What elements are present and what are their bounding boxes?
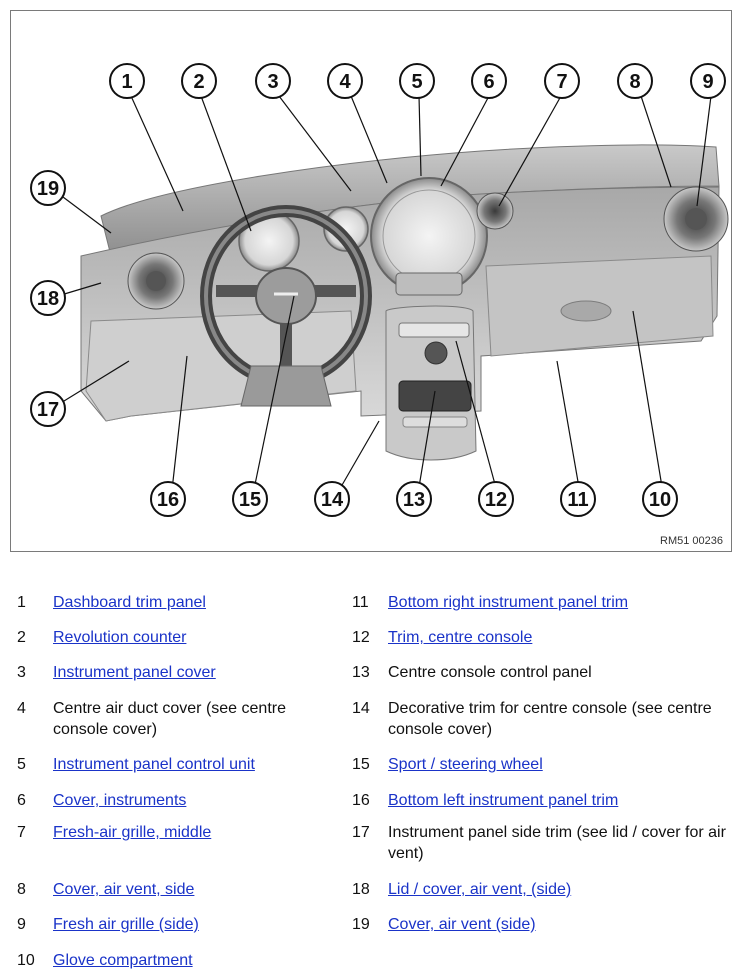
callout-8: 8	[617, 63, 653, 99]
callout-18: 18	[30, 280, 66, 316]
callout-16: 16	[150, 481, 186, 517]
legend-link[interactable]: Fresh air grille (side)	[53, 916, 199, 933]
legend-number: 17	[352, 824, 370, 841]
callout-label: 3	[267, 71, 278, 93]
legend-link[interactable]: Fresh-air grille, middle	[53, 824, 212, 841]
callout-label: 19	[37, 178, 59, 200]
callout-label: 4	[339, 71, 351, 93]
legend-number: 15	[352, 756, 370, 773]
callout-15: 15	[232, 481, 268, 517]
dashboard-drawing	[80, 144, 729, 461]
legend-number: 9	[17, 916, 26, 933]
callout-5: 5	[399, 63, 435, 99]
callout-label: 12	[485, 489, 507, 511]
legend-link[interactable]: Instrument panel control unit	[53, 756, 255, 773]
callout-4: 4	[327, 63, 363, 99]
legend-link[interactable]: Trim, centre console	[388, 629, 533, 646]
callout-label: 15	[239, 489, 261, 511]
legend-text: Instrument panel side trim (see lid / co…	[388, 824, 726, 862]
legend-link[interactable]: Cover, air vent (side)	[388, 916, 536, 933]
legend-number: 5	[17, 756, 26, 773]
legend-number: 11	[352, 594, 369, 611]
legend-link[interactable]: Cover, instruments	[53, 792, 187, 809]
legend-number: 8	[17, 881, 26, 898]
callout-13: 13	[396, 481, 432, 517]
callout-9: 9	[690, 63, 726, 99]
legend-text: Decorative trim for centre console (see …	[388, 700, 712, 738]
legend-number: 19	[352, 916, 370, 933]
legend-link[interactable]: Lid / cover, air vent, (side)	[388, 881, 572, 898]
callout-label: 8	[629, 71, 640, 93]
callout-label: 7	[556, 71, 567, 93]
callout-label: 10	[649, 489, 671, 511]
legend-link[interactable]: Bottom right instrument panel trim	[388, 594, 629, 611]
callout-label: 2	[193, 71, 204, 93]
legend-number: 1	[17, 594, 26, 611]
callout-label: 14	[321, 489, 344, 511]
callout-label: 16	[157, 489, 179, 511]
callout-label: 17	[37, 399, 59, 421]
callout-label: 11	[567, 489, 588, 511]
callout-3: 3	[255, 63, 291, 99]
figure-reference-code: RM51 00236	[660, 535, 723, 547]
legend-link[interactable]: Sport / steering wheel	[388, 756, 543, 773]
legend-link[interactable]: Bottom left instrument panel trim	[388, 792, 619, 809]
legend-link[interactable]: Dashboard trim panel	[53, 594, 206, 611]
callout-12: 12	[478, 481, 514, 517]
legend-number: 4	[17, 700, 26, 717]
legend-link[interactable]: Instrument panel cover	[53, 664, 216, 681]
callout-14: 14	[314, 481, 350, 517]
legend-number: 3	[17, 664, 26, 681]
callout-label: 6	[483, 71, 494, 93]
legend-number: 13	[352, 664, 370, 681]
legend-number: 12	[352, 629, 370, 646]
legend-number: 16	[352, 792, 370, 809]
legend-number: 10	[17, 952, 35, 969]
legend-link[interactable]: Glove compartment	[53, 952, 193, 969]
callout-label: 13	[403, 489, 425, 511]
callout-6: 6	[471, 63, 507, 99]
callout-label: 9	[702, 71, 713, 93]
legend-link[interactable]: Cover, air vent, side	[53, 881, 195, 898]
callout-label: 1	[121, 71, 132, 93]
callout-leaders	[50, 95, 712, 500]
callout-label: 18	[37, 288, 59, 310]
callout-17: 17	[30, 391, 66, 427]
legend-number: 7	[17, 824, 26, 841]
legend-link[interactable]: Revolution counter	[53, 629, 187, 646]
legend-number: 18	[352, 881, 370, 898]
legend-number: 2	[17, 629, 26, 646]
legend-number: 14	[352, 700, 370, 717]
legend-number: 6	[17, 792, 26, 809]
callout-19: 19	[30, 170, 66, 206]
callout-10: 10	[642, 481, 678, 517]
callout-label: 5	[411, 71, 422, 93]
legend-text: Centre console control panel	[388, 664, 592, 681]
legend-text: Centre air duct cover (see centre consol…	[53, 700, 286, 738]
callout-11: 11	[560, 481, 596, 517]
callout-2: 2	[181, 63, 217, 99]
callout-7: 7	[544, 63, 580, 99]
callout-1: 1	[109, 63, 145, 99]
